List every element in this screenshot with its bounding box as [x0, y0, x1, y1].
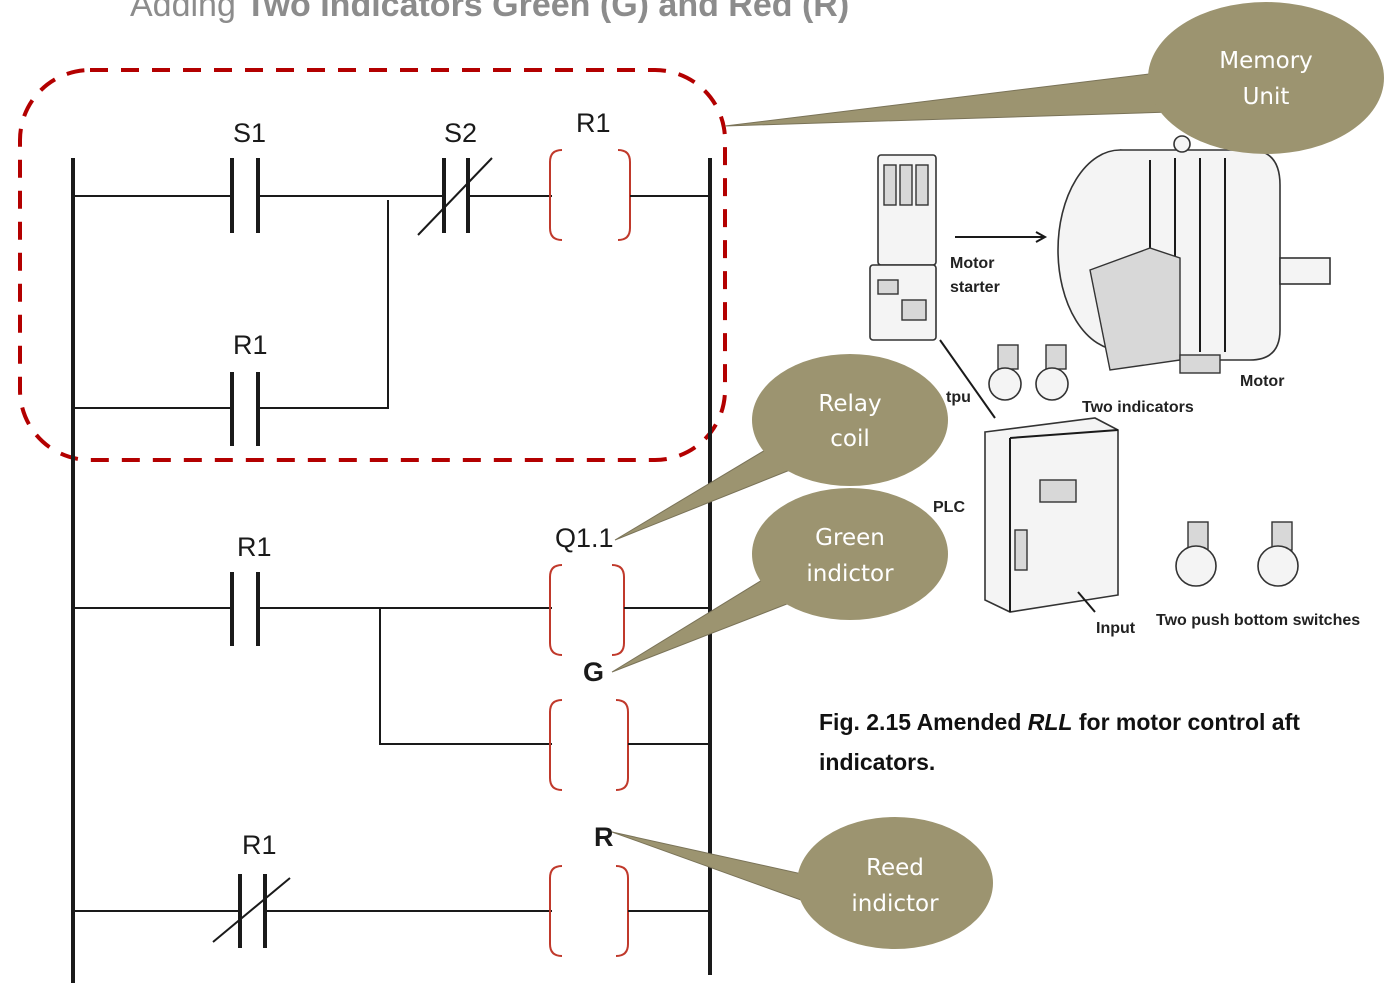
- memory-unit-box: [18, 68, 727, 462]
- motor-starter-image: [869, 154, 937, 341]
- plc-image: [984, 417, 1119, 613]
- hardware-illustration: Motor starter Motor Two indicators tpu: [869, 135, 1360, 637]
- rung-3: R1 Q1.1 G: [73, 523, 710, 791]
- r1-rung3-label: R1: [237, 532, 272, 562]
- memory-callout-line-2: Unit: [1243, 84, 1290, 110]
- g-indicator-label: G: [583, 657, 604, 687]
- push-switches-label: Two push bottom switches: [1156, 612, 1360, 629]
- r-indicator-label: R: [594, 822, 614, 852]
- reed-callout-line-1: Reed: [866, 855, 924, 881]
- memory-callout-line-1: Memory: [1219, 48, 1313, 74]
- r1-rung4-label: R1: [242, 830, 277, 860]
- output-label-partial: tpu: [946, 389, 971, 406]
- r-coil-right: [615, 865, 629, 957]
- s2-normally-closed-slash: [417, 157, 493, 236]
- rung-1-holding-branch: R1: [73, 200, 389, 446]
- reed-callout-line-2: indictor: [851, 891, 939, 917]
- motor-image: [1057, 135, 1331, 374]
- slide-title: Adding Two Indicators Green (G) and Red …: [130, 0, 849, 24]
- s2-label: S2: [444, 118, 477, 148]
- q11-label: Q1.1: [555, 523, 614, 553]
- s1-label: S1: [233, 118, 266, 148]
- plc-label: PLC: [933, 499, 965, 516]
- two-indicators-image: [988, 344, 1069, 401]
- green-callout-line-2: indictor: [806, 561, 894, 587]
- r1-coil-label: R1: [576, 108, 611, 138]
- reed-indicator-callout: Reed indictor: [611, 817, 993, 949]
- figure-caption-line-2: indicators.: [819, 749, 935, 775]
- r1-hold-label: R1: [233, 330, 268, 360]
- motor-starter-label-1: Motor: [950, 255, 994, 272]
- rung-1: S1 S2 R1: [73, 108, 710, 241]
- figure-caption-line-1: Fig. 2.15 Amended RLL for motor control …: [819, 709, 1300, 735]
- two-indicators-label: Two indicators: [1082, 399, 1194, 416]
- r1-rung4-normally-closed-slash: [212, 877, 291, 943]
- r1-coil-left: [549, 149, 563, 241]
- r-coil-left: [549, 865, 563, 957]
- input-label: Input: [1096, 620, 1136, 637]
- q11-coil-left: [549, 564, 563, 656]
- push-button-switches-image: [1175, 521, 1299, 587]
- plc-to-starter-arrow: [939, 339, 996, 419]
- relay-coil-callout: Relay coil: [614, 354, 948, 541]
- motor-label: Motor: [1240, 373, 1284, 390]
- green-indicator-callout: Green indictor: [611, 488, 948, 673]
- rung-4: R1 R: [73, 822, 710, 957]
- relay-callout-line-2: coil: [830, 426, 870, 452]
- motor-starter-label-2: starter: [950, 279, 1000, 296]
- green-callout-line-1: Green: [815, 525, 885, 551]
- g-coil-right: [615, 699, 629, 791]
- relay-callout-line-1: Relay: [818, 391, 881, 417]
- r1-coil-right: [617, 149, 631, 241]
- g-coil-left: [549, 699, 563, 791]
- memory-unit-callout: Memory Unit: [724, 2, 1384, 154]
- q11-coil-right: [611, 564, 625, 656]
